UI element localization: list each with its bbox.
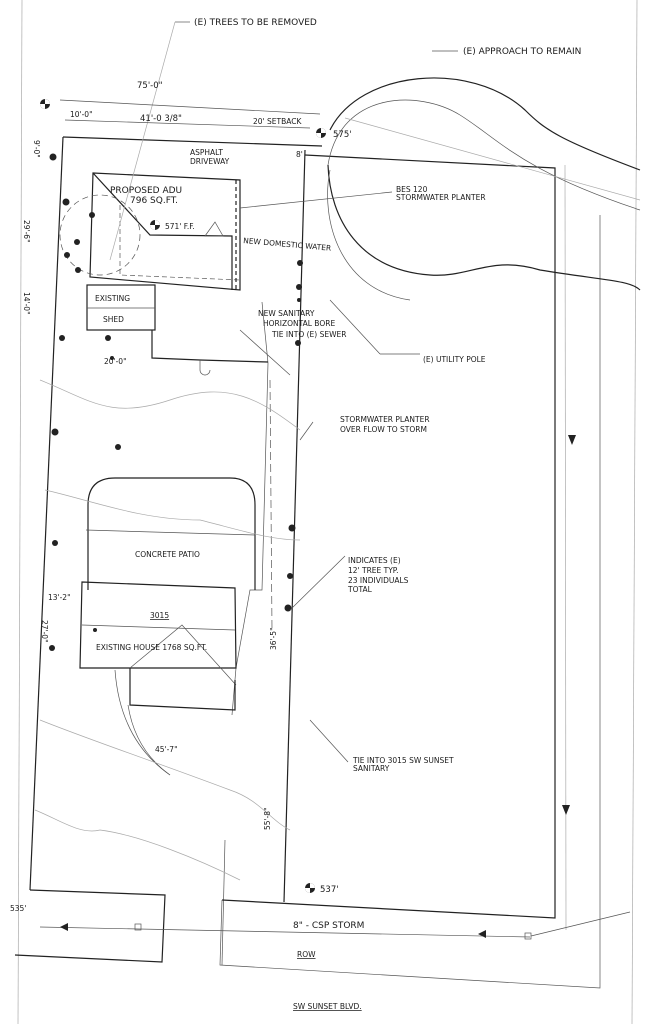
dim-left-shed: 14'-0" (22, 292, 31, 315)
sheet-edge-left (17, 0, 23, 1024)
flow-arrow (568, 435, 576, 445)
dim-left-mid: 29'-6" (22, 220, 31, 243)
tree-legend-3: 23 INDIVIDUALS (348, 576, 409, 585)
benchmark-icon (40, 99, 50, 109)
concrete-patio (85, 477, 256, 590)
house-number: 3015 (150, 611, 169, 620)
callout-utility-pole: (E) UTILITY POLE (423, 355, 486, 364)
adu-area: 796 SQ.FT. (130, 196, 178, 206)
dim-overall: 75'-0" (137, 81, 163, 91)
callout-sanitary-2: HORIZONTAL BORE (263, 319, 335, 328)
tree-legend-2: 12' TREE TYP. (348, 566, 399, 575)
callout-asphalt: ASPHALT (190, 148, 223, 157)
benchmark-icon (316, 128, 326, 138)
existing-trees (49, 153, 303, 651)
tree-legend-4: TOTAL (347, 585, 373, 594)
approach-turnaround (327, 77, 641, 301)
storm-line-label: 8" - CSP STORM (293, 921, 364, 931)
dim-setback: 20' SETBACK (253, 117, 302, 126)
dim-drive-a: 36'-5" (269, 627, 278, 650)
proposed-adu (59, 172, 241, 291)
house-label: EXISTING HOUSE 1768 SQ.FT. (96, 643, 207, 652)
existing-house (79, 581, 237, 776)
dim-drive-b: 55'-8" (263, 807, 272, 830)
dim-driveway-small: 8' (296, 150, 303, 159)
dim-house-offset: 13'-2" (48, 593, 71, 602)
utility-lines (39, 329, 631, 940)
patio-label: CONCRETE PATIO (135, 550, 200, 559)
dim-front: 45'-7" (155, 745, 178, 754)
benchmark-icon (150, 220, 160, 230)
callout-domestic-water: NEW DOMESTIC WATER (243, 236, 332, 253)
sheet-edge-right (631, 0, 638, 1024)
shed-label-1: EXISTING (95, 294, 130, 303)
callout-sanitary-1: NEW SANITARY (258, 309, 315, 318)
shed-label-2: SHED (103, 315, 124, 324)
callout-trees-removed: (E) TREES TO BE REMOVED (194, 18, 317, 28)
catch-basin (134, 923, 142, 931)
callout-bes: BES 120 (396, 185, 428, 194)
flow-arrow (60, 923, 68, 931)
dim-side: 10'-0" (70, 110, 93, 119)
callout-tie-sanitary-2: SANITARY (353, 764, 390, 773)
callout-sanitary-3: TIE INTO (E) SEWER (271, 330, 346, 339)
right-parcel (219, 154, 601, 989)
dim-top-left: 9'-0" (32, 140, 41, 158)
storm-line (39, 926, 531, 938)
tree-legend-1: INDICATES (E) (348, 556, 401, 565)
catch-basin (524, 932, 532, 940)
benchmark-icon (305, 883, 315, 893)
tree-removal-zone (59, 194, 141, 276)
existing-shed (86, 284, 269, 376)
street-label: SW SUNSET BLVD. (293, 1002, 362, 1011)
row-label: ROW (297, 950, 316, 959)
callout-planter-overflow-2: OVER FLOW TO STORM (340, 425, 427, 434)
callout-tie-sanitary-1: TIE INTO 3015 SW SUNSET (352, 756, 454, 765)
callout-planter-overflow-1: STORMWATER PLANTER (340, 415, 430, 424)
elevation-left: 535' (10, 904, 26, 913)
flow-arrow (478, 930, 486, 938)
elevation-top: 575' (333, 130, 352, 140)
adu-label: PROPOSED ADU (110, 186, 182, 196)
callout-stormwater-planter: STORMWATER PLANTER (396, 193, 486, 202)
adu-finish-floor: 571' F.F. (165, 222, 195, 231)
dim-house-depth: 27'-0" (40, 620, 49, 643)
dim-adu-width: 41'-0 3/8" (140, 114, 182, 124)
leader-lines (59, 21, 458, 763)
callout-approach: (E) APPROACH TO REMAIN (463, 47, 581, 57)
callout-driveway: DRIVEWAY (190, 157, 230, 166)
dim-shed-width: 20'-0" (104, 357, 127, 366)
elevation-bottom: 537' (320, 885, 339, 895)
flow-arrow (562, 805, 570, 815)
contours (34, 379, 301, 881)
